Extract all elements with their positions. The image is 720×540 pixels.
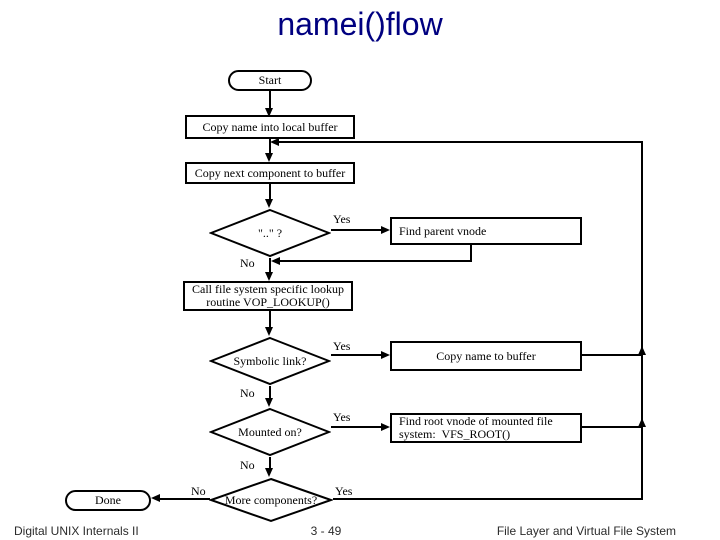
connector-mounted-yes	[331, 426, 381, 428]
decision-more-components-label: More components?	[224, 492, 318, 507]
label-no: No	[191, 484, 206, 498]
process-copy-name: Copy name into local buffer	[185, 115, 355, 139]
connector-copy-next-to-dotdot	[269, 184, 271, 199]
process-copy-name-label: Copy name into local buffer	[202, 119, 338, 134]
connector-vop-to-symlink	[269, 311, 271, 327]
process-copy-next: Copy next component to buffer	[185, 162, 355, 184]
label-no: No	[240, 256, 255, 270]
done-label: Done	[95, 493, 121, 507]
process-vop-lookup-line1: Call file system specific lookup	[192, 282, 344, 296]
connector-find-parent-return-h	[280, 260, 472, 262]
connector-dotdot-yes	[331, 229, 381, 231]
footer-course-title: Digital UNIX Internals II	[14, 524, 139, 538]
connector-find-parent-return-v	[470, 245, 472, 261]
process-find-root-line2: system: VFS_ROOT()	[399, 427, 511, 441]
done-node: Done	[65, 490, 151, 511]
diamond-shape	[209, 407, 331, 457]
label-no: No	[240, 458, 255, 472]
arrowhead-left-icon	[271, 257, 280, 265]
arrowhead-right-icon	[381, 423, 390, 431]
arrowhead-right-icon	[381, 226, 390, 234]
decision-more-components: More components?	[209, 477, 333, 523]
arrowhead-down-icon	[265, 398, 273, 407]
arrowhead-down-icon	[265, 272, 273, 281]
arrowhead-down-icon	[265, 153, 273, 162]
page-title: namei()flow	[277, 6, 443, 42]
footer-section-title: File Layer and Virtual File System	[496, 524, 676, 538]
connector-dotdot-no	[269, 258, 271, 272]
process-vop-lookup-line2: routine VOP_LOOKUP()	[206, 295, 330, 309]
loop-return-line-right	[641, 141, 643, 500]
arrowhead-down-icon	[265, 199, 273, 208]
connector-more-no-to-done	[160, 498, 210, 500]
connector-symlink-yes	[331, 354, 381, 356]
connector-copy-name-to-copy-next	[269, 139, 271, 153]
diamond-shape	[209, 336, 331, 386]
connector-find-root-to-loop	[582, 426, 643, 428]
label-yes: Yes	[335, 484, 353, 498]
label-yes: Yes	[333, 410, 351, 424]
arrowhead-right-icon	[381, 351, 390, 359]
diamond-shape	[209, 208, 331, 258]
decision-mounted-on-label: Mounted on?	[238, 424, 302, 439]
start-node: Start	[228, 70, 312, 91]
connector-start-to-copy-name	[269, 91, 271, 108]
decision-symbolic-link: Symbolic link?	[209, 336, 331, 386]
arrowhead-left-icon	[151, 494, 160, 502]
decision-dotdot: ".." ?	[209, 208, 331, 258]
process-find-parent-label: Find parent vnode	[399, 223, 487, 238]
connector-more-yes-loop-bottom	[333, 498, 643, 500]
arrowhead-left-icon	[270, 138, 279, 146]
process-find-root-line1: Find root vnode of mounted file	[399, 414, 553, 428]
process-copy-name-to-buffer: Copy name to buffer	[390, 341, 582, 371]
diamond-shape	[209, 477, 333, 523]
arrowhead-down-icon	[265, 468, 273, 477]
process-vop-lookup: Call file system specific lookup routine…	[183, 281, 353, 311]
connector-mounted-no	[269, 457, 271, 468]
start-label: Start	[258, 73, 282, 87]
arrowhead-down-icon	[265, 327, 273, 336]
process-find-parent: Find parent vnode	[390, 217, 582, 245]
label-yes: Yes	[333, 212, 351, 226]
process-copy-name-to-buffer-label: Copy name to buffer	[436, 348, 536, 363]
process-find-root-vnode: Find root vnode of mounted file system: …	[390, 413, 582, 443]
connector-symlink-no	[269, 386, 271, 398]
connector-copy-buffer-to-loop	[582, 354, 643, 356]
decision-dotdot-label: ".." ?	[257, 225, 283, 240]
process-copy-next-label: Copy next component to buffer	[194, 165, 346, 180]
label-yes: Yes	[333, 339, 351, 353]
loop-return-line-top	[279, 141, 643, 143]
decision-mounted-on: Mounted on?	[209, 407, 331, 457]
footer-page-number: 3 - 49	[310, 524, 342, 538]
decision-symbolic-link-label: Symbolic link?	[233, 353, 307, 368]
label-no: No	[240, 386, 255, 400]
arrowhead-down-icon	[265, 108, 273, 117]
